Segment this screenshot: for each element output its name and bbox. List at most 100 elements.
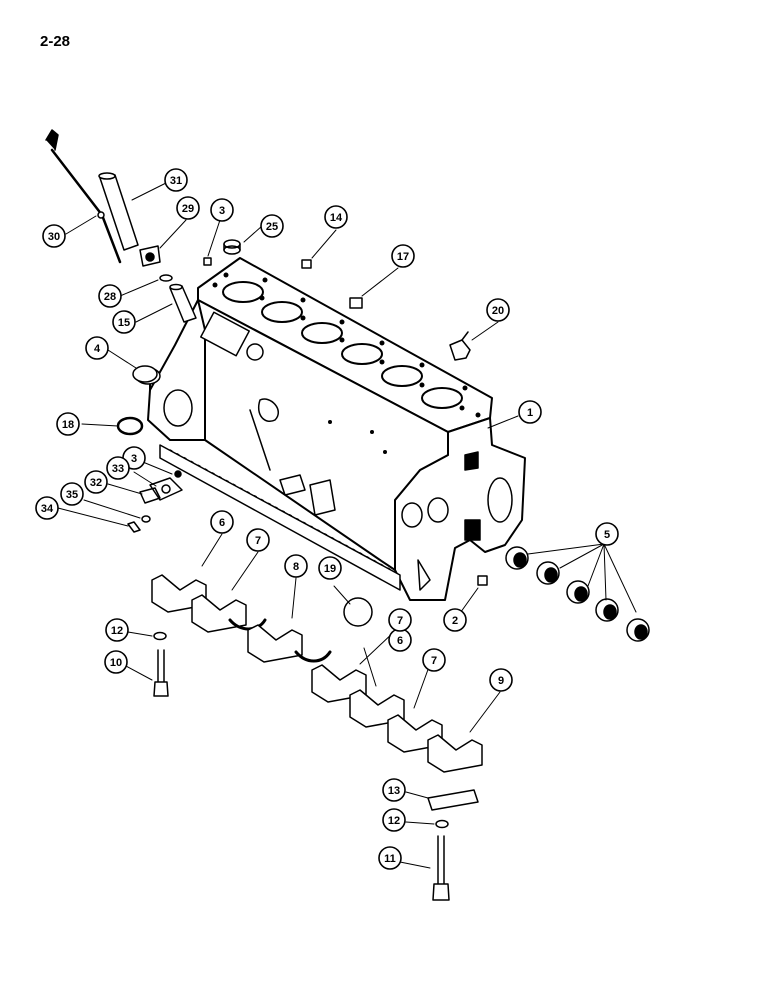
callout-32: 32 bbox=[84, 470, 108, 494]
callout-34: 34 bbox=[35, 496, 59, 520]
callout-12b: 12 bbox=[382, 808, 406, 832]
callout-13: 13 bbox=[382, 778, 406, 802]
svg-text:15: 15 bbox=[118, 317, 130, 329]
callout-33: 33 bbox=[106, 456, 130, 480]
svg-text:32: 32 bbox=[90, 477, 102, 489]
callout-6a: 6 bbox=[210, 510, 234, 534]
callouts: 1 2 3 3 4 5 6 6 7 7 7 8 9 10 11 12 12 13… bbox=[35, 168, 619, 870]
page-number: 2-28 bbox=[40, 33, 71, 50]
svg-text:11: 11 bbox=[384, 853, 396, 865]
o-ring bbox=[159, 274, 173, 282]
callout-11: 11 bbox=[378, 846, 402, 870]
svg-text:10: 10 bbox=[110, 657, 122, 669]
svg-text:14: 14 bbox=[330, 212, 343, 224]
callout-1: 1 bbox=[518, 400, 542, 424]
main-bearing-caps bbox=[151, 574, 483, 773]
svg-text:7: 7 bbox=[255, 535, 261, 547]
callout-9: 9 bbox=[489, 668, 513, 692]
plug-14 bbox=[301, 259, 312, 269]
svg-text:19: 19 bbox=[324, 563, 336, 575]
svg-text:35: 35 bbox=[66, 489, 78, 501]
svg-text:4: 4 bbox=[94, 343, 101, 355]
svg-text:7: 7 bbox=[397, 615, 403, 627]
bolt-10 bbox=[153, 649, 169, 697]
cup-plug-25 bbox=[223, 239, 241, 255]
svg-text:5: 5 bbox=[604, 529, 610, 541]
callout-30: 30 bbox=[42, 224, 66, 248]
callout-35: 35 bbox=[60, 482, 84, 506]
svg-text:18: 18 bbox=[62, 419, 74, 431]
svg-text:29: 29 bbox=[182, 203, 194, 215]
callout-6b: 6 bbox=[388, 628, 412, 652]
callout-2: 2 bbox=[443, 608, 467, 632]
washer-12a bbox=[153, 631, 167, 641]
svg-text:6: 6 bbox=[219, 517, 225, 529]
sender-20 bbox=[449, 331, 471, 361]
callout-31: 31 bbox=[164, 168, 188, 192]
plug-2 bbox=[477, 575, 488, 586]
callout-5: 5 bbox=[595, 522, 619, 546]
bolt-11 bbox=[432, 835, 450, 901]
svg-text:17: 17 bbox=[397, 251, 409, 263]
svg-text:13: 13 bbox=[388, 785, 400, 797]
svg-text:34: 34 bbox=[41, 503, 54, 515]
dipstick bbox=[45, 129, 122, 264]
svg-text:2: 2 bbox=[452, 615, 458, 627]
svg-text:12: 12 bbox=[388, 815, 400, 827]
dipstick-tube-lower bbox=[169, 283, 197, 323]
callout-19: 19 bbox=[318, 556, 342, 580]
callout-29: 29 bbox=[176, 196, 200, 220]
dowel-17 bbox=[349, 297, 363, 309]
thrust-washer-right bbox=[294, 650, 332, 663]
svg-text:3: 3 bbox=[219, 205, 225, 217]
bearing-cap-8 bbox=[247, 624, 303, 663]
svg-text:30: 30 bbox=[48, 231, 60, 243]
callout-17: 17 bbox=[391, 244, 415, 268]
svg-text:12: 12 bbox=[111, 625, 123, 637]
callout-4: 4 bbox=[85, 336, 109, 360]
bearing-cap-6b bbox=[349, 689, 405, 728]
callout-25: 25 bbox=[260, 214, 284, 238]
seal-ring-18 bbox=[116, 416, 144, 436]
gasket-32 bbox=[139, 487, 161, 504]
strap-13 bbox=[427, 789, 479, 811]
svg-text:28: 28 bbox=[104, 291, 116, 303]
callout-3-top: 3 bbox=[210, 198, 234, 222]
svg-text:33: 33 bbox=[112, 463, 124, 475]
cylinder-block bbox=[147, 257, 526, 601]
plug-3-side bbox=[174, 470, 182, 478]
callout-12a: 12 bbox=[105, 618, 129, 642]
callout-7a: 7 bbox=[246, 528, 270, 552]
callout-8: 8 bbox=[284, 554, 308, 578]
svg-text:9: 9 bbox=[498, 675, 504, 687]
plug-3-top bbox=[203, 257, 212, 266]
svg-text:20: 20 bbox=[492, 305, 504, 317]
svg-text:8: 8 bbox=[293, 561, 299, 573]
svg-text:6: 6 bbox=[397, 635, 403, 647]
plug-19 bbox=[343, 597, 373, 627]
tube-bracket bbox=[139, 245, 161, 267]
callout-20: 20 bbox=[486, 298, 510, 322]
cup-plug-4 bbox=[132, 365, 161, 385]
svg-text:1: 1 bbox=[527, 407, 533, 419]
callout-7c: 7 bbox=[422, 648, 446, 672]
bearing-cap-7b bbox=[311, 664, 367, 703]
callout-14: 14 bbox=[324, 205, 348, 229]
svg-text:31: 31 bbox=[170, 175, 182, 187]
leader-lines bbox=[57, 181, 637, 869]
callout-28: 28 bbox=[98, 284, 122, 308]
washer-35 bbox=[141, 515, 151, 523]
callout-10: 10 bbox=[104, 650, 128, 674]
svg-text:7: 7 bbox=[431, 655, 437, 667]
dipstick-tube bbox=[98, 172, 139, 251]
callout-18: 18 bbox=[56, 412, 80, 436]
bearing-cap-9 bbox=[427, 734, 483, 773]
cam-bearings bbox=[505, 546, 650, 642]
callout-7b: 7 bbox=[388, 608, 412, 632]
washer-12b bbox=[435, 819, 449, 829]
svg-text:25: 25 bbox=[266, 221, 278, 233]
svg-text:3: 3 bbox=[131, 453, 137, 465]
callout-15: 15 bbox=[112, 310, 136, 334]
bolt-34 bbox=[127, 521, 141, 533]
